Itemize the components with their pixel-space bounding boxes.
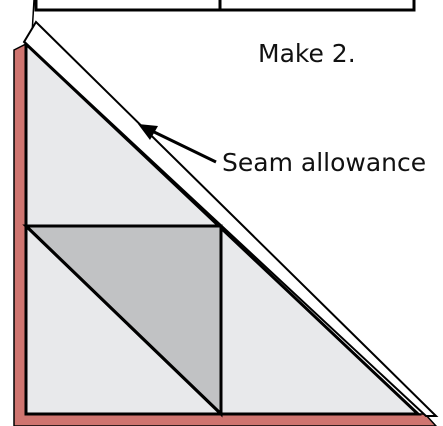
seam-allowance-leader (149, 128, 217, 164)
instruction-label: Make 2. (258, 39, 356, 68)
seam-allowance-label: Seam allowance (222, 148, 426, 177)
top-block-edge (34, 0, 416, 12)
seam-allowance-arrowhead (138, 124, 158, 140)
seam-allowance-strip (22, 20, 439, 417)
square-diagonal (24, 224, 223, 416)
